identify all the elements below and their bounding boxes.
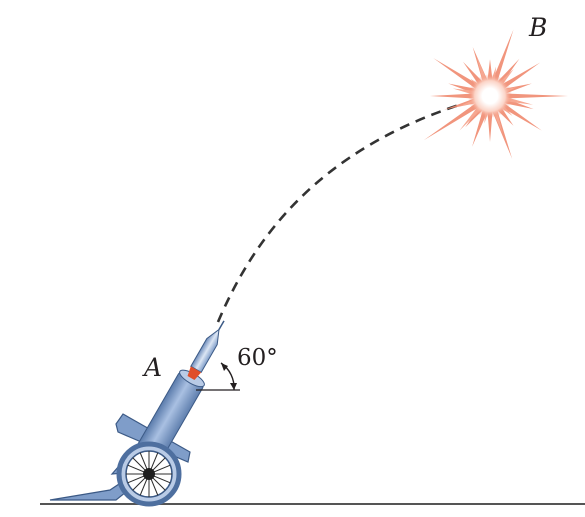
explosion-burst-icon: [423, 29, 568, 159]
angle-arrowhead: [230, 383, 237, 390]
wheel-icon: [116, 441, 182, 507]
trajectory-path: [216, 102, 463, 323]
launch-angle-label: 60°: [237, 345, 278, 371]
cannon-icon: [49, 369, 205, 507]
rocket-icon: [187, 320, 225, 380]
angle-arrowhead: [221, 363, 228, 371]
point-a-label: A: [144, 353, 163, 382]
point-b-label: B: [529, 13, 548, 42]
angle-indicator: [196, 362, 240, 391]
